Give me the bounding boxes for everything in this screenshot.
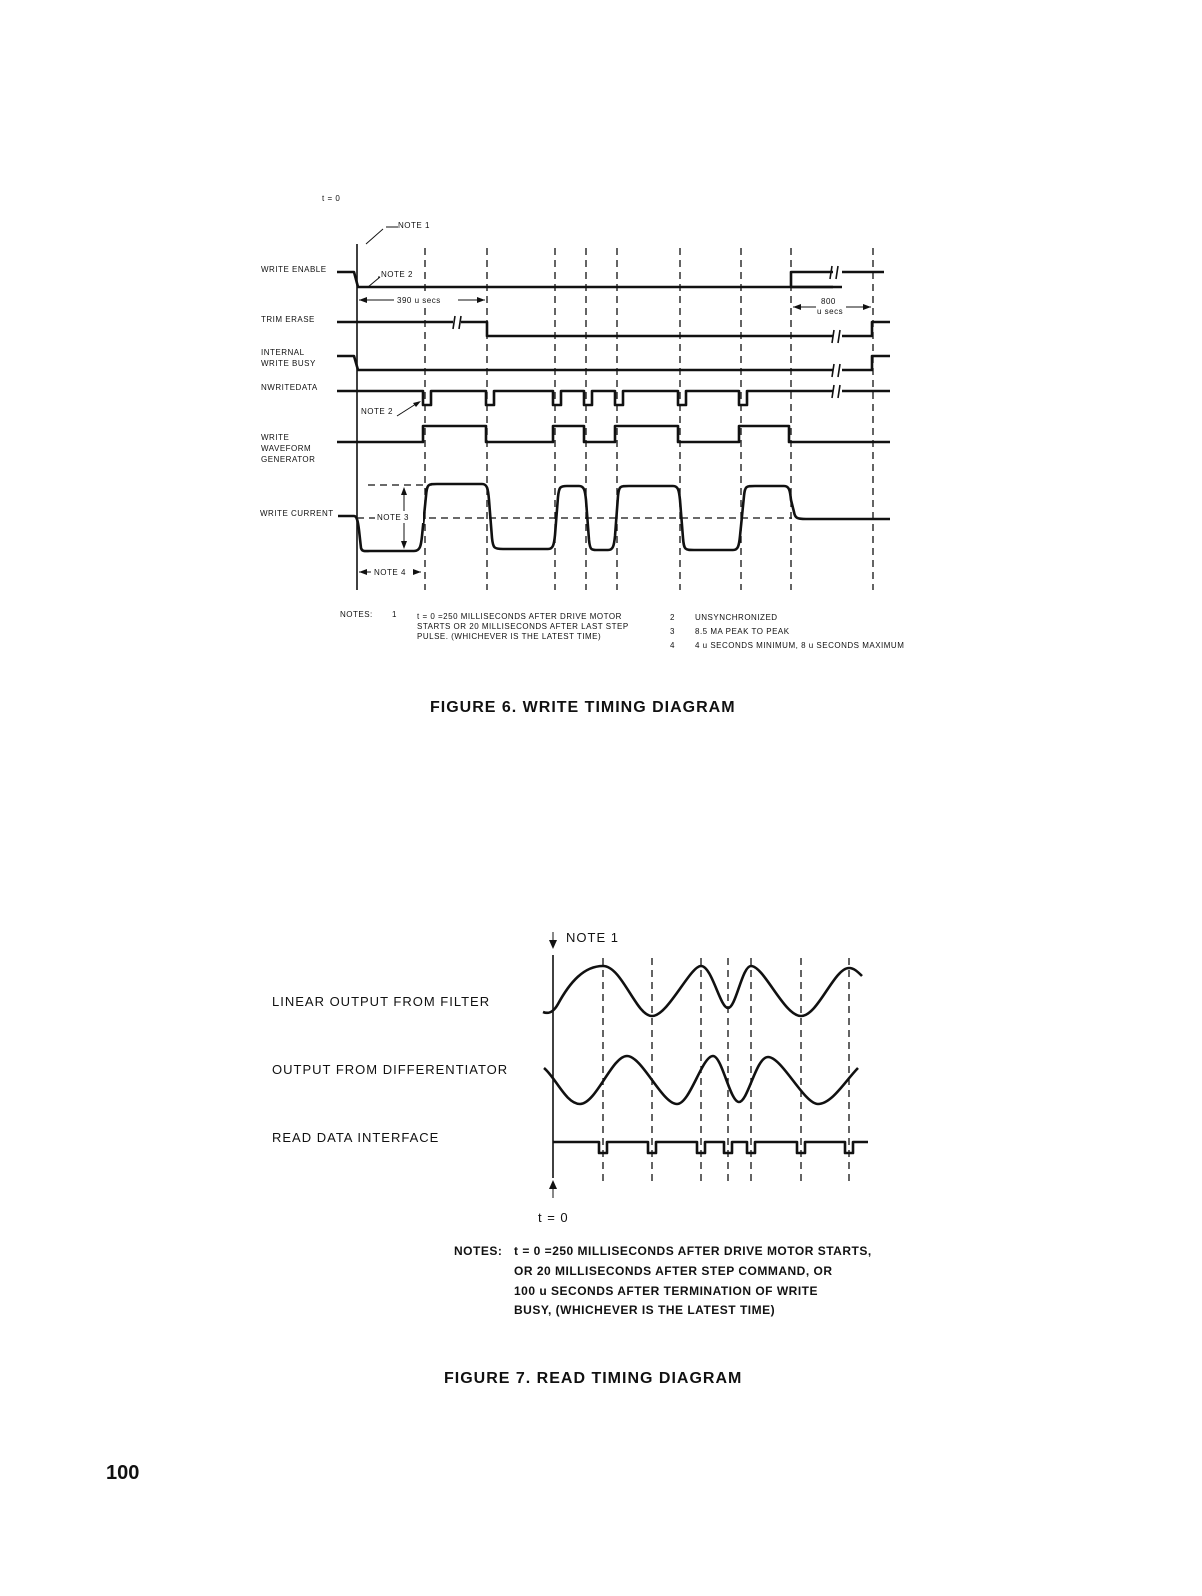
figure6-caption: FIGURE 6. WRITE TIMING DIAGRAM bbox=[430, 699, 736, 716]
write-enable-label: WRITE ENABLE bbox=[261, 265, 327, 274]
figure7-notes: NOTES: t = 0 =250 MILLISECONDS AFTER DRI… bbox=[454, 1244, 872, 1317]
read-timing-guides bbox=[602, 958, 850, 1184]
dim-arrow bbox=[401, 541, 407, 549]
timing-guides bbox=[424, 248, 874, 590]
note1-text-3: PULSE. (WHICHEVER IS THE LATEST TIME) bbox=[417, 632, 601, 641]
break-mark bbox=[831, 329, 841, 344]
note-number: 4 bbox=[670, 641, 675, 650]
break-mark bbox=[831, 384, 841, 399]
dim-390-label: 390 u secs bbox=[397, 296, 441, 305]
dim-arrow bbox=[359, 569, 367, 575]
note-line-4: BUSY, (WHICHEVER IS THE LATEST TIME) bbox=[514, 1303, 775, 1317]
dim-800-unit: u secs bbox=[817, 307, 843, 316]
write-timing-diagram: t = 0 NOTE 1 WRITE ENABLE TRIM ERASE INT… bbox=[260, 194, 904, 716]
write-enable-tail bbox=[789, 270, 884, 289]
dim-arrow bbox=[359, 297, 367, 303]
linear-output-label: LINEAR OUTPUT FROM FILTER bbox=[272, 994, 490, 1009]
write-current-waveform bbox=[338, 482, 890, 553]
notes-heading: NOTES: bbox=[340, 610, 373, 619]
trim-erase-label: TRIM ERASE bbox=[261, 315, 315, 324]
note2-label: NOTE 2 bbox=[381, 270, 413, 279]
write-enable-waveform bbox=[337, 270, 833, 289]
waveform-generator-label-2: WAVEFORM bbox=[261, 444, 311, 453]
differentiator-label: OUTPUT FROM DIFFERENTIATOR bbox=[272, 1062, 508, 1077]
waveform-generator-label: WRITE bbox=[261, 433, 289, 442]
note2-leader bbox=[367, 276, 381, 288]
note4-bg bbox=[371, 566, 413, 578]
page-number: 100 bbox=[106, 1462, 139, 1484]
read-timing-diagram: NOTE 1 t = 0 LINEAR OUTPUT FROM FILTER O… bbox=[272, 930, 872, 1387]
note-line-2: OR 20 MILLISECONDS AFTER STEP COMMAND, O… bbox=[514, 1264, 833, 1278]
dim-800-label: 800 bbox=[821, 297, 836, 306]
internal-write-busy-label: INTERNAL bbox=[261, 348, 305, 357]
note-number: 3 bbox=[670, 627, 675, 636]
break-mark bbox=[831, 363, 841, 378]
note-line-3: 100 u SECONDS AFTER TERMINATION OF WRITE bbox=[514, 1284, 818, 1298]
read-data-waveform bbox=[553, 1140, 868, 1155]
note-line: t = 0 =250 MILLISECONDS AFTER DRIVE MOTO… bbox=[514, 1244, 872, 1258]
note2b-label: NOTE 2 bbox=[361, 407, 393, 416]
note3-text: 8.5 MA PEAK TO PEAK bbox=[695, 627, 790, 636]
waveform-generator-waveform bbox=[337, 424, 890, 444]
dim-800-bg bbox=[816, 296, 846, 316]
note1-arrowhead bbox=[549, 940, 557, 949]
dim-arrow bbox=[477, 297, 485, 303]
note3-label: NOTE 3 bbox=[377, 513, 409, 522]
t0-label: t = 0 bbox=[322, 194, 340, 203]
dim-arrow bbox=[401, 487, 407, 495]
notes-heading: NOTES: bbox=[454, 1244, 502, 1258]
t0-arrowhead bbox=[549, 1180, 557, 1189]
write-current-label: WRITE CURRENT bbox=[260, 509, 334, 518]
note1-label: NOTE 1 bbox=[566, 930, 619, 945]
note4-text: 4 u SECONDS MINIMUM, 8 u SECONDS MAXIMUM bbox=[695, 641, 904, 650]
dim-390-bg bbox=[394, 294, 458, 305]
break-mark bbox=[452, 315, 462, 330]
note1-label: NOTE 1 bbox=[398, 221, 430, 230]
nwritedata-waveform bbox=[337, 389, 890, 407]
note2b-arrow bbox=[413, 401, 421, 407]
read-data-label: READ DATA INTERFACE bbox=[272, 1130, 439, 1145]
nwritedata-label: NWRITEDATA bbox=[261, 383, 318, 392]
note-number: 2 bbox=[670, 613, 675, 622]
note3-bg bbox=[375, 511, 423, 523]
dim-arrow bbox=[793, 304, 801, 310]
internal-write-busy-waveform bbox=[337, 354, 890, 372]
dim-arrow bbox=[863, 304, 871, 310]
figure7-caption: FIGURE 7. READ TIMING DIAGRAM bbox=[444, 1370, 742, 1387]
figure6-notes: NOTES: 1 t = 0 =250 MILLISECONDS AFTER D… bbox=[340, 610, 904, 650]
dim-arrow bbox=[413, 569, 421, 575]
note1-leader bbox=[365, 228, 384, 245]
linear-output-waveform bbox=[542, 964, 863, 1018]
waveform-generator-label-3: GENERATOR bbox=[261, 455, 315, 464]
note1-text-2: STARTS OR 20 MILLISECONDS AFTER LAST STE… bbox=[417, 622, 629, 631]
internal-write-busy-label-2: WRITE BUSY bbox=[261, 359, 316, 368]
note1-text: t = 0 =250 MILLISECONDS AFTER DRIVE MOTO… bbox=[417, 612, 622, 621]
t0-label: t = 0 bbox=[538, 1210, 569, 1225]
note2-text: UNSYNCHRONIZED bbox=[695, 613, 778, 622]
differentiator-waveform bbox=[543, 1054, 859, 1106]
trim-erase-waveform bbox=[337, 320, 890, 338]
break-mark bbox=[829, 265, 839, 280]
note-number: 1 bbox=[392, 610, 397, 619]
note4-label: NOTE 4 bbox=[374, 568, 406, 577]
